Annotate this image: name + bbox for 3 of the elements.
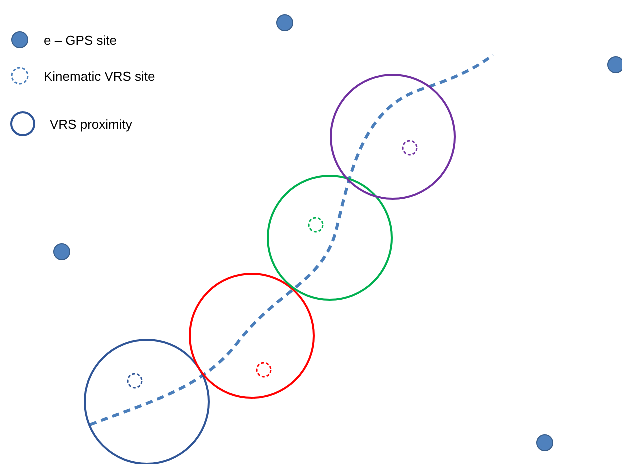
legend-label: VRS proximity	[50, 116, 132, 132]
legend-label: Kinematic VRS site	[44, 68, 156, 84]
legend-label: e – GPS site	[44, 32, 117, 48]
